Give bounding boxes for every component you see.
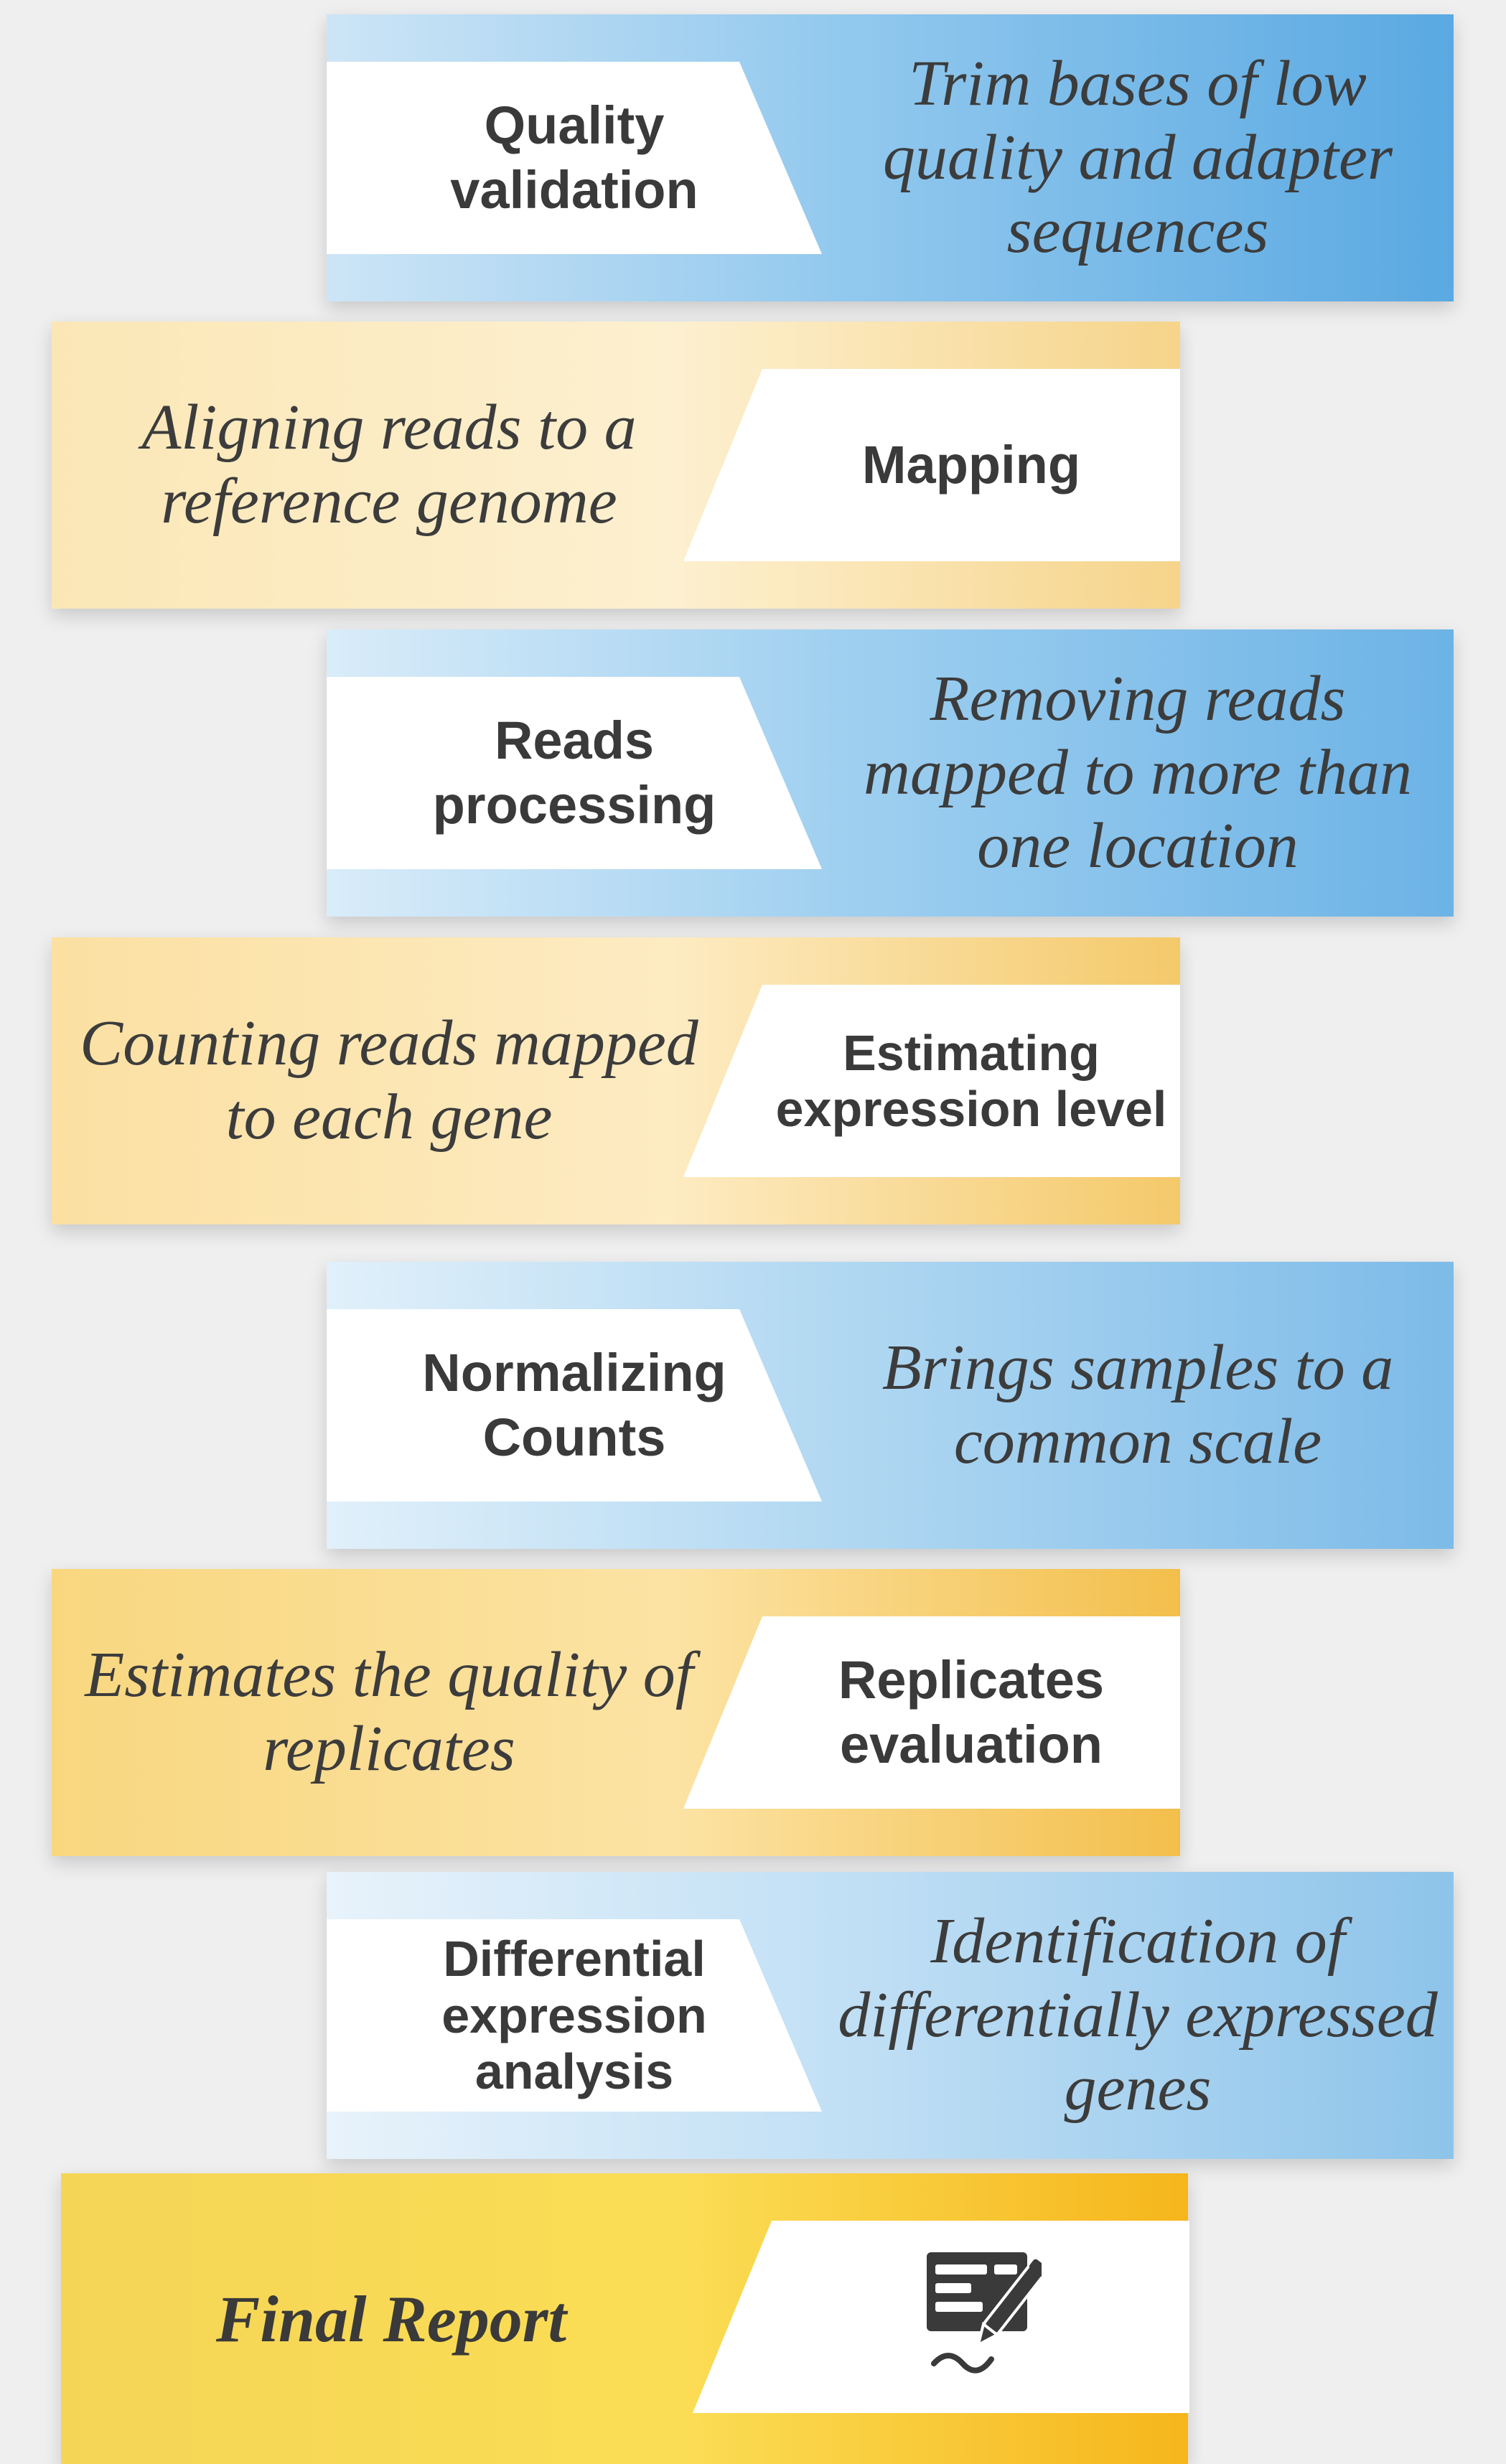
step-label: Mapping bbox=[683, 369, 1180, 561]
report-icon-svg bbox=[927, 2252, 1042, 2374]
step-label: Replicates evaluation bbox=[683, 1616, 1180, 1809]
step-label-text: Differential expression analysis bbox=[441, 1931, 707, 2100]
final-report-icon-box bbox=[693, 2221, 1189, 2413]
step-label-text: Replicates evaluation bbox=[838, 1649, 1105, 1774]
step-label-text: Mapping bbox=[861, 434, 1081, 495]
step-label: Quality validation bbox=[327, 62, 822, 254]
step-description: Estimates the quality of replicates bbox=[85, 1639, 693, 1784]
step-estimating-expression-level: Counting reads mapped to each gene Estim… bbox=[52, 937, 1180, 1224]
step-description: Brings samples to a common scale bbox=[881, 1332, 1394, 1477]
step-label: Reads processing bbox=[327, 677, 822, 869]
step-description: Removing reads mapped to more than one l… bbox=[863, 663, 1413, 882]
step-description: Trim bases of low quality and adapter se… bbox=[883, 48, 1393, 267]
step-label: Normalizing Counts bbox=[327, 1309, 822, 1502]
step-description: Aligning reads to a reference genome bbox=[141, 392, 637, 537]
step-label: Differential expression analysis bbox=[327, 1919, 822, 2112]
report-document-pen-icon bbox=[772, 2242, 1189, 2392]
final-report-title: Final Report bbox=[215, 2282, 567, 2356]
step-description: Counting reads mapped to each gene bbox=[80, 1008, 698, 1153]
step-description: Identification of differentially express… bbox=[838, 1906, 1438, 2125]
step-label-text: Estimating expression level bbox=[775, 1024, 1167, 1137]
step-final-report: Final Report bbox=[61, 2173, 1189, 2464]
step-label: Estimating expression level bbox=[683, 985, 1180, 1177]
step-quality-validation: Quality validation Trim bases of low qua… bbox=[327, 14, 1454, 301]
step-normalizing-counts: Normalizing Counts Brings samples to a c… bbox=[327, 1262, 1454, 1549]
step-label-text: Quality validation bbox=[450, 95, 698, 220]
step-differential-expression-analysis: Differential expression analysis Identif… bbox=[327, 1872, 1454, 2159]
step-replicates-evaluation: Estimates the quality of replicates Repl… bbox=[52, 1569, 1180, 1856]
step-label-text: Normalizing Counts bbox=[422, 1342, 726, 1467]
step-label-text: Reads processing bbox=[432, 710, 716, 835]
step-mapping: Aligning reads to a reference genome Map… bbox=[52, 322, 1180, 609]
step-reads-processing: Reads processing Removing reads mapped t… bbox=[327, 629, 1454, 917]
